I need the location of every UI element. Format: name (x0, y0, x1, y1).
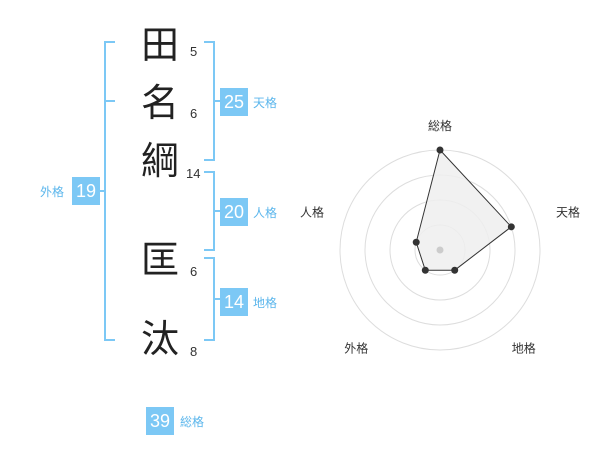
radar-axis-label-5: 人格 (300, 204, 324, 219)
radar-point-4 (421, 266, 429, 274)
radar-area (415, 148, 513, 271)
surname-stroke-1: 5 (190, 44, 198, 59)
surname-stroke-2: 6 (190, 106, 198, 121)
tenkaku-value-badge: 25 (220, 88, 248, 116)
given-stroke-1: 6 (190, 264, 198, 279)
radar-axis-label-1: 総格 (428, 118, 452, 133)
surname-char-2: 名 (141, 81, 180, 125)
radar-axis-label-3: 地格 (512, 341, 536, 356)
radar-points (412, 146, 515, 274)
gaikaku-label: 外格 (40, 185, 65, 199)
given-stroke-2: 8 (190, 344, 198, 359)
radar-point-2 (507, 223, 515, 231)
given-char-2: 汰 (141, 317, 180, 361)
surname-char-1: 田 (141, 23, 180, 67)
chikaku-value-badge: 14 (220, 288, 248, 316)
jinkaku-value-badge: 20 (220, 198, 248, 226)
radar-axis-label-2: 天格 (556, 204, 580, 219)
soukaku-label: 総格 (180, 415, 205, 429)
radar-center-dot (436, 246, 444, 254)
surname-stroke-3: 14 (186, 166, 201, 181)
radar-point-5 (412, 238, 420, 246)
jinkaku-label: 人格 (253, 206, 278, 220)
gaikaku-value-badge: 19 (72, 177, 100, 205)
tenkaku-label: 天格 (253, 96, 278, 110)
radar-point-3 (451, 266, 459, 274)
given-char-1: 匡 (141, 238, 180, 282)
radar-axis-label-4: 外格 (344, 341, 368, 356)
radar-point-1 (436, 146, 444, 154)
surname-char-3: 綱 (141, 139, 180, 183)
chikaku-label: 地格 (253, 296, 278, 310)
soukaku-value-badge: 39 (146, 407, 174, 435)
